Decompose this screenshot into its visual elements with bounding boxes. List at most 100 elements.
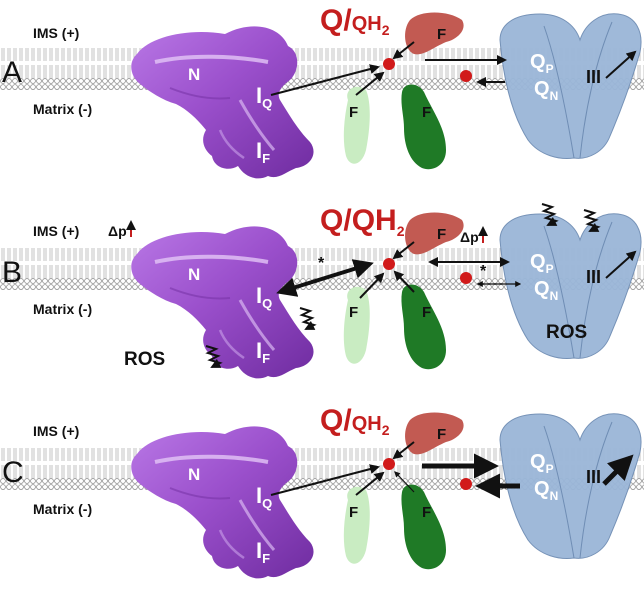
arrow-f-red-to-q-c [392, 441, 415, 460]
ros-bolt-icon [205, 345, 223, 368]
complex-iii-c [499, 413, 642, 559]
qp-label-a: Q [530, 51, 546, 73]
ros-bolt-icon [583, 209, 601, 232]
arrow-iii-out-thick-c [602, 454, 634, 486]
iq-label-c: I [256, 483, 262, 508]
qh-label-c: QH [352, 413, 382, 435]
svg-text:Q/QH2: Q/QH2 [320, 204, 405, 239]
flavo-f-dg-a: F [422, 104, 431, 121]
panel-c: C IMS (+) Matrix (-) N IQ IF F F F QP QN… [0, 404, 644, 581]
ros-bolt-icon [299, 307, 317, 330]
arrow-f-dg-to-q-c [394, 471, 415, 493]
svg-text:QN: QN [534, 78, 558, 103]
flavo-dark-green-a [401, 84, 446, 170]
qp-label-b: Q [530, 251, 546, 273]
panel-letter-a: A [2, 56, 22, 89]
if-sub-c: F [262, 551, 270, 566]
flavo-f-dg-c: F [422, 504, 431, 521]
qn-label-a: Q [534, 78, 550, 100]
svg-text:IQ: IQ [256, 83, 272, 111]
q-slash-a: / [343, 4, 352, 37]
svg-text:QN: QN [534, 478, 558, 503]
svg-text:QP: QP [530, 51, 554, 76]
ims-label-b: IMS (+) [33, 223, 79, 239]
q-label-c: Q [320, 404, 343, 437]
qp-sub-b: P [546, 262, 554, 276]
q-slash-c: / [343, 404, 352, 437]
arrow-f-lg-to-q-c [355, 471, 385, 496]
qn-sub-c: N [550, 489, 559, 503]
iq-sub-a: Q [262, 96, 272, 111]
qh-label-b: QH [352, 204, 397, 237]
flavo-dark-green-c [401, 484, 446, 570]
complex-i-n-label-b: N [188, 265, 200, 284]
panel-b: B IMS (+) Matrix (-) Δp Δp N IQ IF F F F… [0, 203, 644, 381]
if-sub-a: F [262, 151, 270, 166]
ros-right-b: ROS [546, 322, 587, 343]
arrow-f-dg-to-q-b [393, 270, 415, 293]
ros-left-b: ROS [124, 349, 165, 370]
complex-iii-label-c: III [586, 467, 601, 487]
qh-sub-b: 2 [397, 223, 405, 239]
iq-sub-c: Q [262, 496, 272, 511]
ims-label-c: IMS (+) [33, 423, 79, 439]
qp-sub-c: P [546, 462, 554, 476]
svg-text:IQ: IQ [256, 283, 272, 311]
iq-label-b: I [256, 283, 262, 308]
delta-p-left-b: Δp [108, 223, 127, 239]
flavo-f-red-c: F [437, 426, 446, 443]
q-label-b: Q [320, 204, 343, 237]
flavo-f-dg-b: F [422, 304, 431, 321]
quinone-dot-c1 [383, 458, 395, 470]
quinone-dot-b1 [383, 258, 395, 270]
complex-iii-label-a: III [586, 67, 601, 87]
star-left-b: * [318, 255, 325, 272]
complex-iii-a [499, 13, 642, 159]
svg-text:Q/QH2: Q/QH2 [320, 404, 390, 438]
delta-p-right-b: Δp [460, 229, 479, 245]
flavo-f-red-a: F [437, 26, 446, 43]
matrix-label-c: Matrix (-) [33, 501, 92, 517]
svg-text:QP: QP [530, 451, 554, 476]
flavo-light-green-c [343, 486, 370, 564]
q-label-a: Q [320, 4, 343, 37]
flavo-f-red-b: F [437, 226, 446, 243]
complex-i-a [129, 24, 316, 181]
qn-label-b: Q [534, 278, 550, 300]
panel-letter-b: B [2, 256, 22, 289]
quinone-dot-a1 [383, 58, 395, 70]
svg-text:IF: IF [256, 538, 270, 566]
qh-sub-c: 2 [382, 422, 390, 438]
quinone-dot-a2 [460, 70, 472, 82]
if-label-c: I [256, 538, 262, 563]
matrix-label-b: Matrix (-) [33, 301, 92, 317]
quinone-dot-b2 [460, 272, 472, 284]
arrow-iq-to-q-a [270, 64, 380, 96]
q-slash-b: / [343, 204, 352, 237]
flavo-f-lg-a: F [349, 104, 358, 121]
svg-text:Q/QH2: Q/QH2 [320, 4, 390, 38]
complex-i-n-label-a: N [188, 65, 200, 84]
qn-label-c: Q [534, 478, 550, 500]
arrow-iii-out-a [605, 50, 637, 79]
matrix-label-a: Matrix (-) [33, 101, 92, 117]
qn-sub-b: N [550, 289, 559, 303]
flavo-dark-green-b [401, 284, 446, 370]
complex-i-c [129, 424, 316, 581]
if-label-b: I [256, 338, 262, 363]
arrow-f-red-to-q-b [392, 241, 415, 260]
arrow-f-red-to-q-a [392, 41, 415, 60]
panel-a: A IMS (+) Matrix (-) N IQ IF F F F QP QN… [0, 4, 644, 181]
qh-label-a: QH [352, 13, 382, 35]
ros-bolt-icon [541, 203, 559, 226]
arrow-f-lg-to-q-b [359, 272, 385, 299]
flavo-f-lg-c: F [349, 504, 358, 521]
svg-text:QP: QP [530, 251, 554, 276]
complex-i-n-label-c: N [188, 465, 200, 484]
arrow-iii-out-b [605, 250, 637, 279]
complex-iii-label-b: III [586, 267, 601, 287]
star-right-b: * [480, 263, 487, 280]
qn-sub-a: N [550, 89, 559, 103]
qp-label-c: Q [530, 451, 546, 473]
arrow-iq-q-bidir-b [276, 259, 374, 297]
